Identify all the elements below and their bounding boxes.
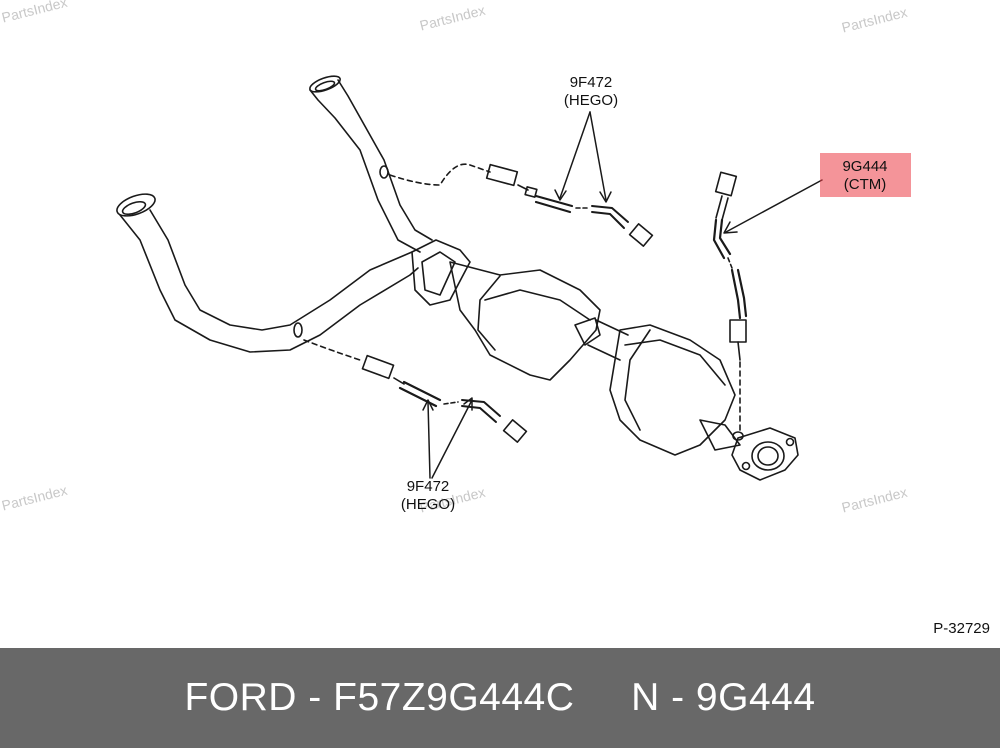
exhaust-system-diagram [116, 75, 823, 481]
outlet-flange [731, 427, 799, 481]
leader-arrows [422, 111, 823, 479]
catalytic-converter-2 [609, 324, 741, 456]
junction-flange [411, 239, 471, 306]
part-number: F57Z9G444C [333, 676, 575, 719]
mid-pipe [587, 319, 629, 361]
callout-part-code: 9F472 [406, 478, 450, 495]
lower-hego-sensor [303, 339, 528, 443]
separator: - [296, 676, 334, 719]
callout-part-code: 9F472 [569, 74, 613, 91]
brand-name: FORD [184, 676, 297, 719]
lower-pipe [116, 193, 419, 353]
part-info-footer: FORD - F57Z9G444C N - 9G444 [0, 648, 1000, 748]
callout-ctm: 9G444 (CTM) [826, 158, 904, 194]
callout-part-name: (HEGO) [400, 496, 456, 513]
spacer [574, 676, 631, 720]
ctm-highlight-box [820, 153, 911, 197]
part-category: N - 9G444 [631, 676, 816, 719]
upper-hego-sensor [389, 163, 654, 247]
callout-part-name: (CTM) [843, 176, 887, 193]
callout-part-name: (HEGO) [563, 92, 619, 109]
figure-id: P-32729 [933, 620, 990, 637]
callout-lower-hego: 9F472 (HEGO) [392, 478, 464, 514]
upper-pipe [309, 75, 433, 253]
callout-upper-hego: 9F472 (HEGO) [555, 74, 627, 110]
callout-part-code: 9G444 [842, 158, 888, 175]
ctm-sensor [712, 171, 748, 431]
catalytic-converter-1 [449, 261, 601, 381]
